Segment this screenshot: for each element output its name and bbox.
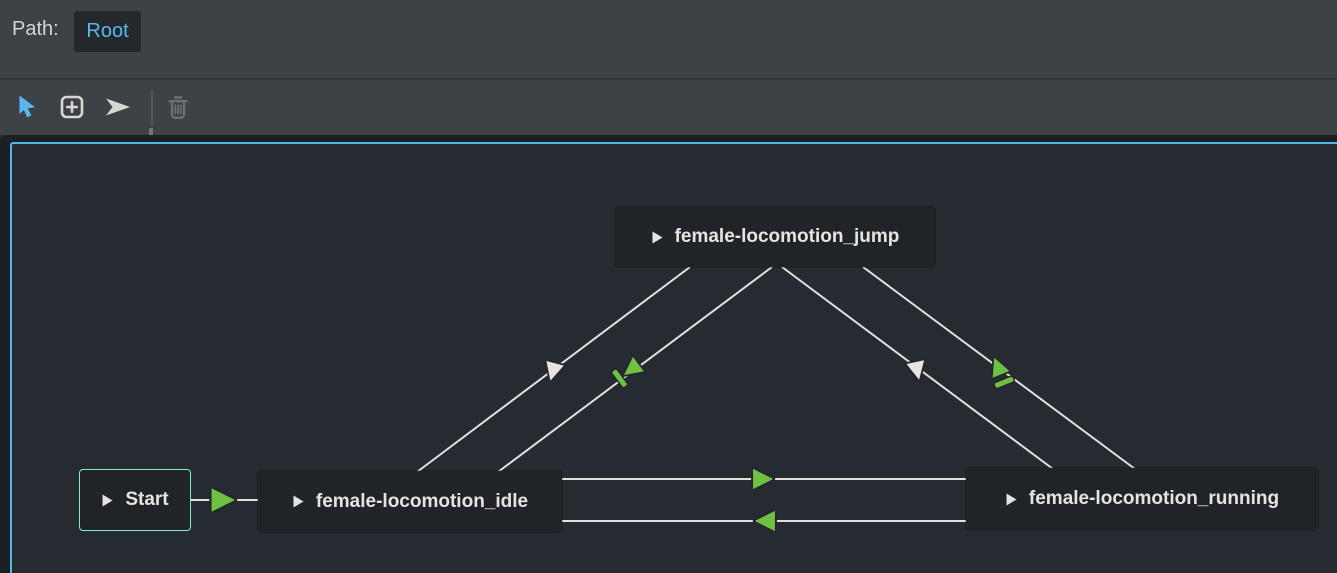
delete-tool-button[interactable]	[160, 87, 196, 129]
path-label: Path:	[12, 18, 59, 40]
toolbar-separator	[151, 90, 153, 126]
state-node-label: female-locomotion_jump	[674, 226, 900, 247]
connect-nodes-tool-button[interactable]	[100, 87, 136, 129]
play-icon	[292, 494, 305, 509]
play-icon	[101, 493, 114, 508]
cursor-icon	[16, 94, 40, 123]
transition-arrow-icon	[104, 95, 132, 122]
play-icon	[1005, 492, 1018, 507]
state-node-running[interactable]: female-locomotion_running	[966, 468, 1318, 530]
state-node-label: Start	[125, 489, 169, 510]
state-node-idle[interactable]: female-locomotion_idle	[258, 471, 562, 532]
trash-icon	[165, 93, 191, 124]
toolbar	[0, 78, 1337, 135]
path-bar: Path: Root	[0, 0, 1337, 78]
breadcrumb-root-button[interactable]: Root	[74, 11, 141, 52]
state-node-label: female-locomotion_idle	[315, 490, 529, 512]
panel-resize-tick	[149, 128, 153, 135]
add-node-icon	[59, 94, 85, 123]
create-node-tool-button[interactable]	[54, 87, 90, 129]
select-tool-button[interactable]	[10, 87, 46, 129]
state-node-label: female-locomotion_running	[1028, 488, 1280, 509]
play-icon	[651, 230, 664, 245]
state-node-jump[interactable]: female-locomotion_jump	[615, 207, 935, 267]
state-node-start[interactable]: Start	[79, 469, 191, 531]
